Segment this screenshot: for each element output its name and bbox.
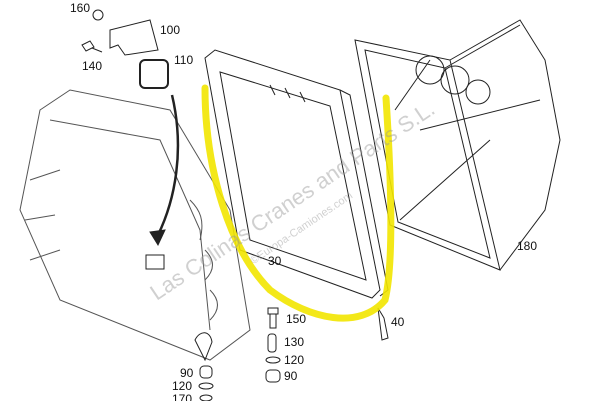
engine-radiator-left xyxy=(19,89,251,361)
label-150: 150 xyxy=(286,312,307,326)
fasteners-left xyxy=(198,365,214,401)
drain-plug-40 xyxy=(377,307,389,341)
label-180: 180 xyxy=(517,239,538,253)
label-120-left: 120 xyxy=(172,379,193,393)
label-40: 40 xyxy=(391,315,405,329)
label-30: 30 xyxy=(268,254,282,268)
fan-shroud-180 xyxy=(354,19,561,271)
arrow xyxy=(156,94,180,236)
highlight-outline xyxy=(201,84,395,322)
label-170: 170 xyxy=(172,392,193,401)
bracket-100 xyxy=(109,19,159,56)
label-140: 140 xyxy=(82,59,103,73)
label-160: 160 xyxy=(70,1,91,15)
label-90: 90 xyxy=(284,369,298,383)
label-120: 120 xyxy=(284,353,305,367)
nut-160 xyxy=(92,9,104,21)
label-110: 110 xyxy=(174,53,194,67)
radiator-30 xyxy=(204,49,389,299)
label-90-left: 90 xyxy=(180,366,194,380)
relay-110 xyxy=(139,59,169,89)
label-130: 130 xyxy=(284,335,305,349)
fasteners-right xyxy=(265,307,281,383)
bolt-140 xyxy=(81,40,103,53)
label-100: 100 xyxy=(160,23,181,37)
